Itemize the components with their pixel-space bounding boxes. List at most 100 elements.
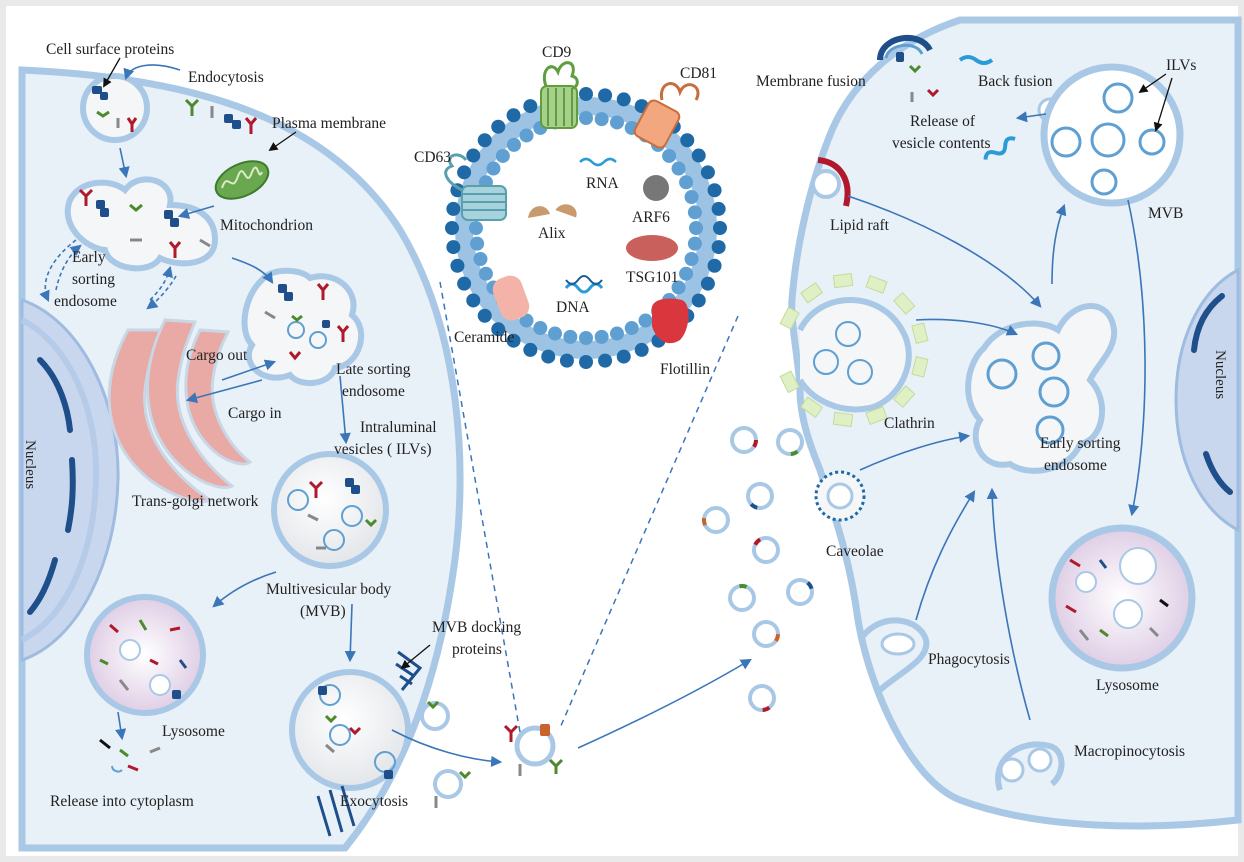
label-cd81: CD81 xyxy=(680,65,717,82)
lipid-head xyxy=(519,128,534,143)
label-lysosome-left: Lysosome xyxy=(162,723,225,740)
label-arf6: ARF6 xyxy=(632,209,670,226)
label-caveolae: Caveolae xyxy=(826,543,884,560)
free-extracellular-vesicles xyxy=(702,426,814,712)
label-mvb-left-2: (MVB) xyxy=(300,603,346,620)
label-trans-golgi: Trans-golgi network xyxy=(132,493,259,510)
lipid-head xyxy=(711,240,726,255)
label-cargo-in: Cargo in xyxy=(228,405,282,422)
label-ilvs-right: ILVs xyxy=(1166,57,1196,74)
label-endocytosis: Endocytosis xyxy=(188,69,264,86)
lipid-head xyxy=(579,111,593,125)
lipid-head xyxy=(684,190,699,205)
mitochondrion xyxy=(214,160,270,200)
left-nucleus xyxy=(20,297,120,663)
lipid-head xyxy=(466,293,481,308)
label-ceramide: Ceramide xyxy=(454,329,514,346)
free-ev xyxy=(702,506,730,534)
lipid-head xyxy=(594,112,609,127)
label-mvb-docking-2: proteins xyxy=(452,641,502,658)
label-lysosome-right: Lysosome xyxy=(1096,677,1159,694)
label-cd63: CD63 xyxy=(414,149,451,166)
label-late-sorting-2: endosome xyxy=(342,383,405,400)
label-cargo-out: Cargo out xyxy=(186,347,248,364)
free-ev xyxy=(746,482,774,510)
label-late-sorting-1: Late sorting xyxy=(336,361,411,378)
flotillin-protein xyxy=(651,298,689,344)
lipid-head xyxy=(594,329,609,344)
lysosome-left xyxy=(84,594,206,716)
lipid-head xyxy=(691,293,706,308)
clathrin-unit xyxy=(779,370,800,394)
free-ev xyxy=(776,428,804,456)
label-ilvs-left-1: Intraluminal xyxy=(360,419,437,436)
lipid-head xyxy=(457,276,472,291)
lipid-head xyxy=(671,161,686,176)
clathrin-unit xyxy=(865,275,888,294)
ev-marker xyxy=(739,584,748,589)
lipid-head xyxy=(609,326,624,341)
clathrin-coated-pit xyxy=(779,272,929,428)
cd9-protein xyxy=(540,61,579,129)
ceramide-lipid xyxy=(492,275,530,321)
exocytosed-vesicles xyxy=(420,700,472,808)
caveolae-pit xyxy=(814,470,866,522)
lipid-head xyxy=(662,148,677,163)
label-plasma-membrane: Plasma membrane xyxy=(272,115,386,132)
label-tsg101: TSG101 xyxy=(626,269,679,286)
lipid-head xyxy=(598,353,613,368)
lipid-head xyxy=(616,92,631,107)
lipid-head xyxy=(495,148,510,163)
label-mvb-docking-1: MVB docking xyxy=(432,619,521,636)
lipid-head xyxy=(624,321,639,336)
endocytic-vesicle xyxy=(80,73,150,143)
ev-marker xyxy=(790,449,799,456)
lipid-head xyxy=(446,240,461,255)
text-labels: Cell surface proteins Endocytosis Plasma… xyxy=(22,41,1228,810)
label-early-sorting-right-2: endosome xyxy=(1044,457,1107,474)
lipid-head xyxy=(533,321,548,336)
lipid-head xyxy=(671,280,686,295)
label-back-fusion: Back fusion xyxy=(978,73,1053,90)
label-pointers xyxy=(103,57,1173,670)
lipid-head xyxy=(506,137,521,152)
lipid-head xyxy=(687,205,702,220)
free-ev xyxy=(752,620,780,648)
right-nucleus xyxy=(1174,267,1240,533)
lipid-head xyxy=(700,165,715,180)
lipid-head xyxy=(477,133,492,148)
membrane-fusion-site xyxy=(877,34,940,102)
label-flotillin: Flotillin xyxy=(660,361,710,378)
ev-marker xyxy=(753,537,762,546)
lipid-head xyxy=(470,236,485,251)
label-lipid-raft: Lipid raft xyxy=(830,217,890,234)
exosome-cargo xyxy=(528,157,678,294)
label-early-sorting-left-3: endosome xyxy=(54,293,117,310)
lipid-head xyxy=(689,221,703,235)
lipid-head xyxy=(679,266,694,281)
label-mvb-left-1: Multivesicular body xyxy=(266,581,392,598)
lipid-head xyxy=(598,88,613,103)
label-mitochondrion: Mitochondrion xyxy=(220,217,313,234)
lipid-head xyxy=(491,322,506,337)
macropinocytosis-cup xyxy=(995,741,1065,791)
lipid-head xyxy=(638,313,653,328)
lipid-head xyxy=(559,353,574,368)
lipid-head xyxy=(506,108,521,123)
clathrin-unit xyxy=(893,291,916,315)
clathrin-unit xyxy=(911,356,929,378)
lipid-head xyxy=(713,221,727,235)
label-release-vesicle-contents-2: vesicle contents xyxy=(892,135,991,152)
label-rna: RNA xyxy=(586,175,620,192)
clathrin-unit xyxy=(800,282,824,304)
label-early-sorting-left-2: sorting xyxy=(72,271,115,288)
lipid-head xyxy=(469,221,483,235)
released-fragments xyxy=(99,738,161,773)
phagocytosis-cup xyxy=(857,617,930,693)
lipid-head xyxy=(691,148,706,163)
label-cell-surface-proteins: Cell surface proteins xyxy=(46,41,174,58)
ev-marker xyxy=(752,439,758,448)
free-ev xyxy=(730,426,758,454)
early-sorting-endosome-left xyxy=(64,176,219,272)
extracellular-vesicle xyxy=(503,724,564,776)
